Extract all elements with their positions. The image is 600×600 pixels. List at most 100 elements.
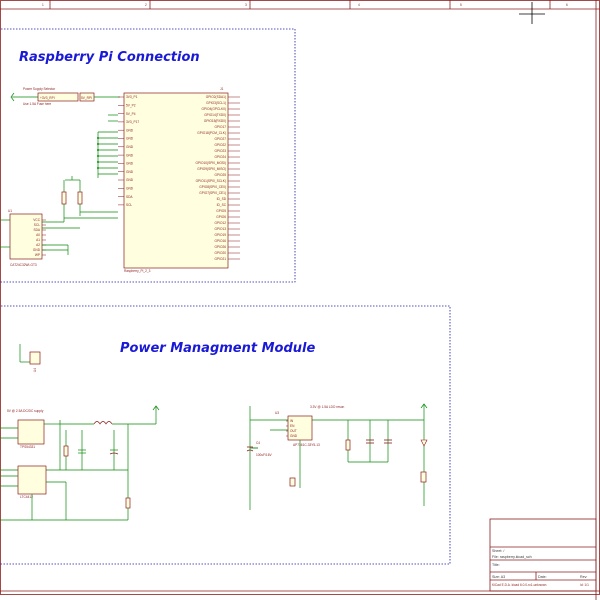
title-block-file: File: raspberry.kicad_sch	[492, 555, 532, 559]
rpi-left-pins-pin-label: SDA	[126, 195, 133, 199]
rpi-right-pins-pin-label: GPIO15(RXD0)	[204, 119, 226, 123]
rpi-right-pins-pin-label: GPIO7(SPI0_CE1)	[199, 191, 226, 195]
eeprom-pins-pin-label: VCC	[33, 218, 40, 222]
rpi-right-pins-pin-label: GPIO6	[216, 215, 226, 219]
title-block-title: Title:	[492, 563, 500, 567]
ldo-value: AP7361C-33Y5-13	[293, 443, 320, 447]
ruler-tick-1: 1	[42, 3, 44, 7]
title-block-tool: KiCad E.D.A. kicad 6.0.0-rc1-unknown	[492, 583, 547, 587]
eeprom-pins-pin-label: A2	[36, 243, 40, 247]
rpi-right-pins-pin-label: GPIO16	[214, 239, 226, 243]
ldo-pins-pin-label: GND	[290, 434, 298, 438]
ruler-tick-6: 6	[566, 3, 568, 7]
eeprom-pins-pin-label: WP	[35, 253, 40, 257]
rpi-right-pins-pin-label: GPIO26	[214, 245, 226, 249]
rpi-right-pins-pin-label: GPIO25	[214, 173, 226, 177]
buck-value: TPS54331	[20, 445, 35, 449]
rpi-right-pins-pin-label: GPIO5	[216, 209, 226, 213]
title-block-date: Date:	[538, 575, 547, 579]
power-switch-symbol[interactable]: U4	[19, 344, 41, 372]
title-block-size: Size: A3	[492, 575, 505, 579]
title-block-id: Id: 1/1	[580, 583, 589, 587]
ldo-pins-pin-label: OUT	[290, 429, 297, 433]
rpi-header-connector[interactable]: J1 Raspberry_Pi_2_3 3V3_P15V_P25V_P43V3_…	[118, 87, 240, 273]
ldo-regulator[interactable]: 3.3V @ 1.5A LDO reson U3 AP7361C-33Y5-13…	[249, 403, 428, 510]
rpi-right-pins-pin-label: GPIO27	[214, 137, 226, 141]
rpi-right-pins-pin-label: GPIO22	[214, 143, 226, 147]
ldo-pins-pin-label: IN	[290, 419, 294, 423]
power-switch-ref: U4	[33, 368, 37, 372]
power-selector-fuse[interactable]: +3V3_RPI 5V_RPI Power Supply Selector Us…	[10, 87, 120, 106]
buck-note: 5V @ 2.5A DC/DC supply	[7, 409, 44, 413]
eeprom-value: CAT24C32WI-GT3	[10, 263, 37, 267]
rpi-right-pins-pin-label: GPIO24	[214, 155, 226, 159]
connector-value: Raspberry_Pi_2_3	[124, 269, 151, 273]
rpi-right-pins-pin-label: GPIO21	[214, 257, 226, 261]
ldo-ref: U3	[275, 411, 279, 415]
rpi-right-pins-pin-label: GPIO19	[214, 233, 226, 237]
ruler-tick-5: 5	[460, 3, 462, 7]
rpi-right-pins-pin-label: GPIO4(GPCLK0)	[202, 107, 226, 111]
rpi-right-pins-pin-label: GPIO18(PCM_CLK)	[197, 131, 226, 135]
top-ruler: 1 2 3 4 5 6	[42, 0, 568, 9]
power-path-controller[interactable]: LTC4412	[0, 465, 128, 521]
rpi-left-pins-pin-label: GND	[126, 137, 134, 141]
eeprom-pins-pin-label: SDA	[33, 228, 40, 232]
power-block-title: Power Managment Module	[120, 341, 316, 356]
i2c-pullup-resistors[interactable]	[61, 176, 118, 222]
power-label: +3V3_RPI	[40, 96, 55, 100]
rpi-left-pins-pin-label: 3V3_P17	[126, 120, 139, 124]
power-management-sheet[interactable]: Power Managment Module U4 5V @ 2.5A DC/D…	[0, 305, 451, 565]
crosshair-cursor-icon	[519, 2, 545, 24]
connector-left-pins: 3V3_P15V_P25V_P43V3_P17GNDGNDGNDGNDGNDGN…	[118, 95, 139, 207]
rpi-left-pins-pin-label: 5V_P4	[126, 112, 136, 116]
eeprom-ref: U1	[8, 209, 12, 213]
rpi-right-pins-pin-label: GPIO8(SPI0_CE0)	[199, 185, 226, 189]
rpi-left-pins-pin-label: 5V_P2	[126, 104, 136, 108]
rpi-left-pins-pin-label: GND	[126, 170, 134, 174]
rpi-right-pins-pin-label: ID_SC	[217, 203, 227, 207]
eeprom-pins-pin-label: A0	[36, 233, 40, 237]
rpi-right-pins-pin-label: GPIO11(SPI0_SCLK)	[196, 179, 226, 183]
ldo-note: 3.3V @ 1.5A LDO reson	[310, 405, 344, 409]
rpi-right-pins-pin-label: GPIO13	[214, 227, 226, 231]
gnd-bus-wiring	[97, 114, 118, 178]
rpi-left-pins-pin-label: GND	[126, 145, 134, 149]
eeprom-pins-pin-label: GND	[33, 248, 41, 252]
rpi-left-pins-pin-label: GND	[126, 187, 134, 191]
rpi-left-pins-pin-label: SCL	[126, 203, 132, 207]
ruler-tick-2: 2	[145, 3, 147, 7]
fuse-note-2: Use 1.5A Fuse here	[23, 102, 51, 106]
power-switch-value: LTC4412	[20, 495, 33, 499]
buck-converter[interactable]: 5V @ 2.5A DC/DC supply TPS54331	[0, 405, 160, 520]
connector-right-pins: GPIO2(SDA1) GPIO3(SCL1) GPIO4(GPCLK0) GPIO1…	[196, 95, 240, 261]
rpi-right-pins-pin-label: GPIO2(SDA1)	[206, 95, 226, 99]
rpi-right-pins-pin-label: GPIO14(TXD0)	[204, 113, 226, 117]
rpi-left-pins-pin-label: GND	[126, 162, 134, 166]
ruler-tick-3: 3	[245, 3, 247, 7]
rpi-right-pins-pin-label: GPIO3(SCL1)	[206, 101, 226, 105]
rpi-right-pins-pin-label: GPIO17	[214, 125, 226, 129]
eeprom-pins-pin-label: A1	[36, 238, 40, 242]
rpi-left-pins-pin-label: GND	[126, 128, 134, 132]
title-block[interactable]: Sheet: / File: raspberry.kicad_sch Title…	[489, 518, 597, 592]
fuse-note: Power Supply Selector	[23, 87, 56, 91]
bat-ref: C4	[256, 441, 260, 445]
ruler-tick-4: 4	[358, 3, 360, 7]
bulk-capacitor[interactable]: C4 100uF/16V	[246, 441, 272, 457]
rpi-connection-sheet[interactable]: Raspberry Pi Connection +3V3_RPI 5V_RPI …	[0, 28, 296, 283]
rpi-left-pins-pin-label: GND	[126, 153, 134, 157]
rpi-left-pins-pin-label: GND	[126, 178, 134, 182]
rpi-right-pins-pin-label: GPIO12	[214, 221, 226, 225]
rpi-right-pins-pin-label: GPIO9(SPI0_MISO)	[197, 167, 226, 171]
bat-value: 100uF/16V	[256, 453, 272, 457]
rpi-right-pins-pin-label: GPIO23	[214, 149, 226, 153]
fuse-label: 5V_RPI	[81, 96, 92, 100]
output-capacitors[interactable]	[345, 420, 428, 506]
rpi-right-pins-pin-label: GPIO20	[214, 251, 226, 255]
title-block-sheet: Sheet: /	[492, 549, 504, 553]
